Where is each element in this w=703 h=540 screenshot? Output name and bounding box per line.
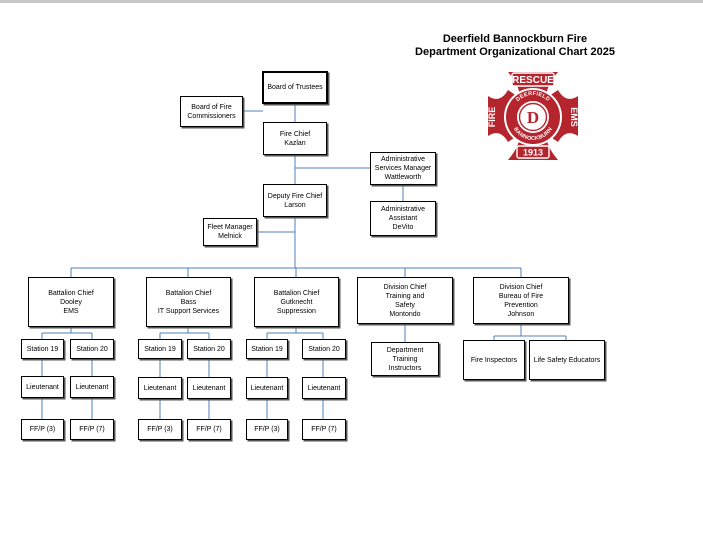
node-c-station-19: Station 19	[246, 339, 288, 359]
logo-fire-text: FIRE	[487, 107, 497, 128]
node-label-line: Bureau of Fire	[498, 292, 544, 300]
node-label-line: Station 19	[144, 345, 176, 353]
node-label-line: FF/P (7)	[79, 426, 105, 433]
node-board-of-trustees: Board of Trustees	[262, 71, 328, 104]
node-label-line: Lieutenant	[250, 384, 284, 392]
node-a-lieutenant-1: Lieutenant	[21, 376, 64, 398]
node-label-line: Bass	[180, 298, 197, 306]
node-label-line: Department	[386, 346, 424, 354]
node-c-lieutenant-2: Lieutenant	[302, 377, 346, 399]
node-b-station-19: Station 19	[138, 339, 182, 359]
node-label-line: Training and	[385, 292, 425, 300]
node-c-lieutenant-1: Lieutenant	[246, 377, 288, 399]
node-label-line: FF/P (7)	[196, 426, 222, 433]
node-label-line: Montondo	[389, 310, 421, 318]
node-label-line: Board of Trustees	[267, 84, 323, 91]
node-label-line: Gutknecht	[280, 298, 313, 306]
node-label-line: Prevention	[504, 301, 538, 309]
logo-rescue-text: RESCUE	[512, 75, 554, 86]
node-label-line: Station 19	[26, 345, 59, 353]
node-label-line: Fire Chief	[279, 130, 311, 138]
node-label-line: Kazlan	[284, 139, 306, 147]
node-label-line: Lieutenant	[26, 383, 59, 391]
node-label-line: Instructors	[388, 364, 422, 372]
node-label-line: FF/P (7)	[311, 426, 337, 433]
node-label-line: Station 20	[193, 345, 225, 353]
node-c-ffp-3: FF/P (3)	[246, 419, 288, 440]
node-label-line: Training	[392, 355, 418, 363]
node-a-ffp-3: FF/P (3)	[21, 419, 64, 440]
node-label-line: IT Support Services	[157, 307, 220, 315]
node-label-line: Life Safety Educators	[533, 356, 601, 364]
node-label-line: Battalion Chief	[165, 289, 212, 297]
logo-year-text: 1913	[523, 148, 543, 158]
node-a-station-20: Station 20	[70, 339, 114, 359]
node-label-line: EMS	[63, 307, 79, 315]
node-label-line: Station 19	[251, 345, 283, 353]
node-life-safety-educators: Life Safety Educators	[529, 340, 605, 380]
node-label-line: Division Chief	[383, 283, 427, 291]
node-a-lieutenant-2: Lieutenant	[70, 376, 114, 398]
chart-title-line-2: Department Organizational Chart 2025	[415, 46, 615, 58]
node-label-line: Station 20	[76, 345, 108, 353]
node-label-line: Administrative	[381, 156, 425, 163]
node-label-line: Battalion Chief	[273, 289, 320, 297]
node-label-line: Division Chief	[499, 283, 543, 291]
node-label-line: Wattleworth	[384, 174, 422, 181]
node-b-lieutenant-1: Lieutenant	[138, 377, 182, 399]
node-label-line: Lieutenant	[192, 384, 226, 392]
node-label-line: Suppression	[277, 307, 316, 315]
fire-department-logo: DEERFIELD BANNOCKBURN D RESCUE 1913 FIRE…	[487, 72, 579, 160]
logo-center-letter: D	[527, 108, 539, 127]
node-label-line: Lieutenant	[143, 384, 177, 392]
node-label-line: FF/P (3)	[147, 426, 173, 433]
node-label-line: Fire Inspectors	[470, 356, 518, 364]
node-label-line: Administrative	[381, 206, 425, 213]
node-label-line: Safety	[395, 301, 415, 309]
node-fire-inspectors: Fire Inspectors	[463, 340, 525, 380]
node-a-ffp-7: FF/P (7)	[70, 419, 114, 440]
node-label-line: Fleet Manager	[207, 224, 253, 231]
node-label-line: Battalion Chief	[48, 289, 94, 297]
chart-title-line-1: Deerfield Bannockburn Fire	[442, 33, 588, 45]
node-b-ffp-7: FF/P (7)	[187, 419, 231, 440]
node-label-line: Services Manager	[374, 165, 432, 172]
node-b-lieutenant-2: Lieutenant	[187, 377, 231, 399]
node-label-line: Melnick	[218, 233, 242, 240]
node-label-line: FF/P (3)	[29, 426, 56, 433]
node-b-ffp-3: FF/P (3)	[138, 419, 182, 440]
node-label-line: Commissioners	[187, 112, 236, 120]
node-label-line: Lieutenant	[75, 383, 109, 391]
window-top-bar	[0, 0, 703, 3]
node-label-line: Lieutenant	[307, 384, 341, 392]
node-label-line: Deputy Fire Chief	[267, 192, 323, 200]
node-label-line: Larson	[284, 201, 306, 209]
node-label-line: Board of Fire	[191, 103, 232, 111]
logo-ems-text: EMS	[569, 107, 579, 127]
node-b-station-20: Station 20	[187, 339, 231, 359]
node-label-line: DeVito	[392, 224, 414, 231]
node-label-line: Dooley	[60, 298, 82, 306]
node-a-station-19: Station 19	[21, 339, 64, 359]
node-label-line: Station 20	[308, 345, 340, 353]
node-c-ffp-7: FF/P (7)	[302, 419, 346, 440]
node-label-line: Johnson	[507, 310, 535, 318]
node-label-line: FF/P (3)	[254, 426, 280, 433]
node-c-station-20: Station 20	[302, 339, 346, 359]
node-label-line: Assistant	[388, 215, 418, 222]
